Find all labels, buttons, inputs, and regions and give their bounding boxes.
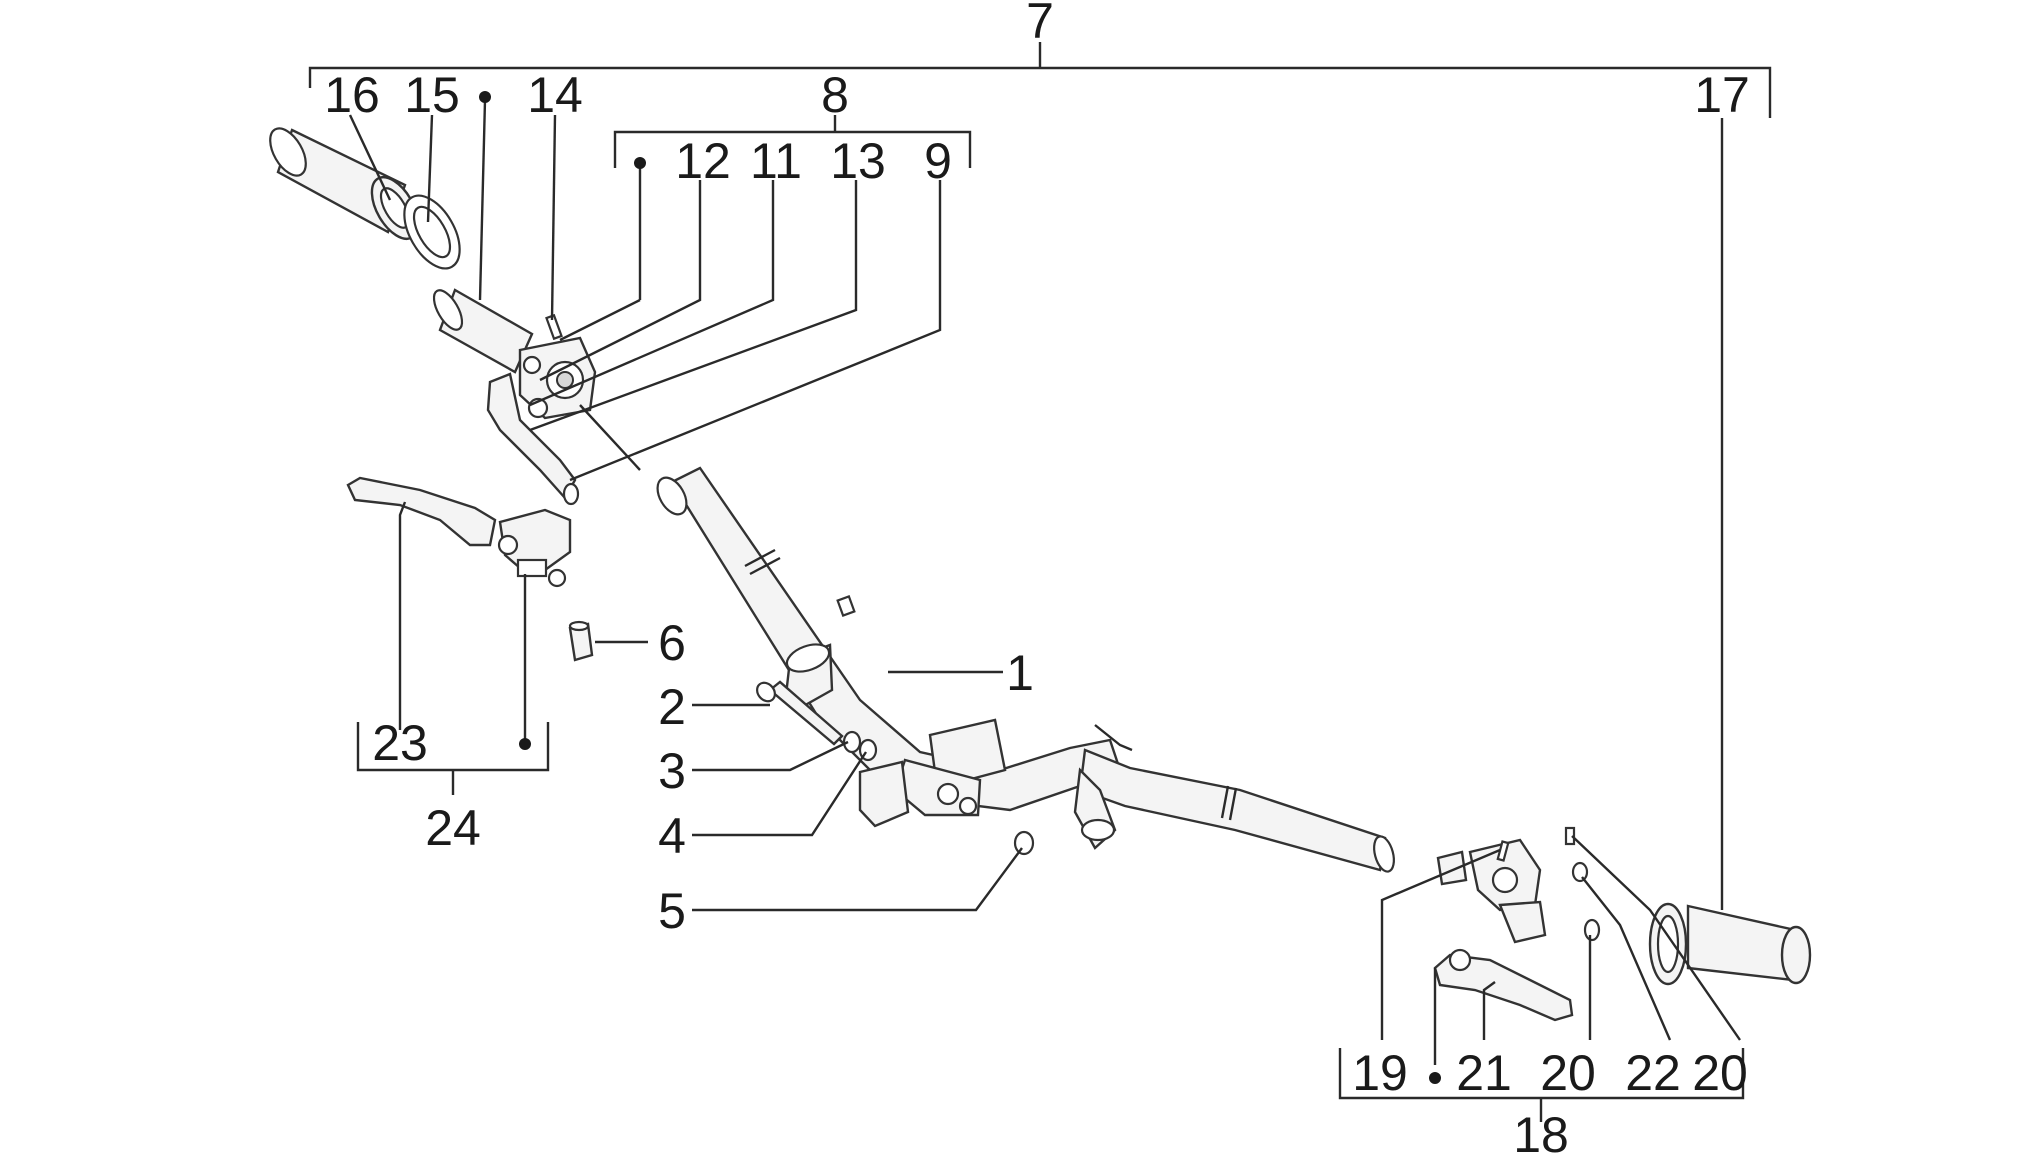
callout-12: 12 bbox=[675, 133, 731, 189]
parts-drawing bbox=[269, 127, 1812, 1022]
callout-17: 17 bbox=[1694, 67, 1750, 123]
callout-16: 16 bbox=[324, 67, 380, 123]
right-brake-lever bbox=[1433, 953, 1574, 1022]
callout-3: 3 bbox=[658, 743, 686, 799]
callout-8: 8 bbox=[821, 67, 849, 123]
leader-lines bbox=[348, 99, 1741, 1065]
bracket-lines bbox=[308, 42, 1772, 1122]
right-grip bbox=[1686, 904, 1797, 982]
bolt bbox=[768, 680, 844, 746]
callout-20-second: 20 bbox=[1692, 1045, 1748, 1101]
reference-dots bbox=[479, 91, 1441, 1084]
callout-9: 9 bbox=[924, 133, 952, 189]
callout-labels: 7 16 15 14 8 17 12 11 13 9 6 1 2 23 3 24… bbox=[324, 0, 1750, 1154]
callout-24: 24 bbox=[425, 800, 481, 856]
callout-14: 14 bbox=[527, 67, 583, 123]
callout-1: 1 bbox=[1006, 645, 1034, 701]
nut bbox=[1013, 830, 1035, 856]
washer-3 bbox=[842, 730, 862, 754]
callout-21: 21 bbox=[1456, 1045, 1512, 1101]
callout-20-first: 20 bbox=[1540, 1045, 1596, 1101]
callout-13: 13 bbox=[830, 133, 886, 189]
callout-11: 11 bbox=[750, 133, 802, 189]
handlebar-tube bbox=[670, 466, 1122, 812]
callout-18: 18 bbox=[1513, 1107, 1569, 1154]
left-brake-lever bbox=[346, 476, 497, 547]
callout-6: 6 bbox=[658, 615, 686, 671]
callout-22: 22 bbox=[1625, 1045, 1681, 1101]
callout-23: 23 bbox=[372, 715, 428, 771]
callout-4: 4 bbox=[658, 808, 686, 864]
left-master-cylinder bbox=[498, 508, 572, 572]
callout-2: 2 bbox=[658, 679, 686, 735]
callout-15: 15 bbox=[404, 67, 460, 123]
callout-19: 19 bbox=[1352, 1045, 1408, 1101]
callout-7: 7 bbox=[1026, 0, 1054, 49]
callout-5: 5 bbox=[658, 883, 686, 939]
